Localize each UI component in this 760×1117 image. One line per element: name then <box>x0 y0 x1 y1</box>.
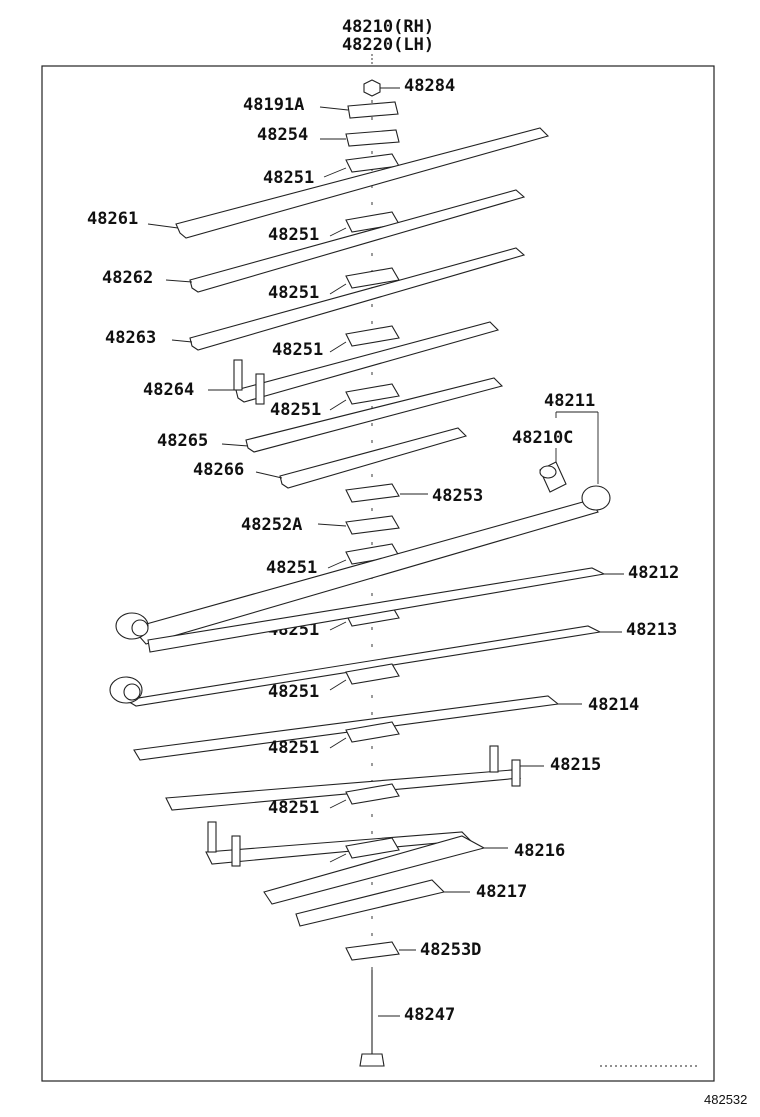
pad-48251-10 <box>345 783 400 805</box>
label-48264: 48264 <box>143 380 194 400</box>
label-48211: 48211 <box>544 391 595 411</box>
bolt-48247-head <box>359 1053 385 1067</box>
pad-48251-8 <box>345 663 400 685</box>
leader-48262 <box>165 279 193 283</box>
eye-48212-left-hole <box>131 619 149 637</box>
leaf-48262 <box>189 189 526 293</box>
pad-48251-11 <box>345 837 400 859</box>
leader-48266 <box>255 471 283 479</box>
label-48251-6: 48251 <box>266 558 317 578</box>
label-48251-9: 48251 <box>268 738 319 758</box>
label-48215: 48215 <box>550 755 601 775</box>
title-rh: 48210(RH) <box>342 17 434 37</box>
leader-48251-10 <box>329 799 347 809</box>
leaf-48265 <box>245 377 504 453</box>
label-48265: 48265 <box>157 431 208 451</box>
pad-48251-5 <box>345 383 400 405</box>
label-48251-8: 48251 <box>268 682 319 702</box>
label-48253d: 48253D <box>420 940 481 960</box>
label-48261: 48261 <box>87 209 138 229</box>
leader-48251-9 <box>329 737 347 749</box>
diagram-code: 482532 <box>704 1092 747 1107</box>
label-48251-4: 48251 <box>272 340 323 360</box>
label-48217: 48217 <box>476 882 527 902</box>
pad-48253 <box>345 483 400 503</box>
label-48284: 48284 <box>404 76 455 96</box>
leader-48265 <box>221 443 249 447</box>
clip-48215-a <box>489 745 499 773</box>
label-48266: 48266 <box>193 460 244 480</box>
pad-48253d <box>345 941 400 961</box>
clip-48216-a <box>207 821 217 853</box>
label-48216: 48216 <box>514 841 565 861</box>
clip-48215-b <box>511 759 521 787</box>
leader-48251-1 <box>323 167 347 178</box>
leader-48251-5 <box>329 399 347 411</box>
leaf-48212 <box>131 499 599 645</box>
label-48251-10: 48251 <box>268 798 319 818</box>
leaf-48261 <box>175 127 550 239</box>
label-48252a: 48252A <box>241 515 302 535</box>
leaf-48264 <box>235 321 500 403</box>
plate-48191a <box>347 101 399 119</box>
leader-48263 <box>171 339 193 343</box>
leader-48191a <box>319 106 349 111</box>
label-48191a: 48191A <box>243 95 304 115</box>
leaf-48263 <box>189 247 526 351</box>
eye-48212-right <box>581 485 611 511</box>
bushing-48210c-face <box>539 465 557 479</box>
label-48213: 48213 <box>626 620 677 640</box>
pad-48252a <box>345 515 400 535</box>
leader-48251-2 <box>329 227 347 237</box>
leader-48251-11 <box>329 853 347 863</box>
label-48251-1: 48251 <box>263 168 314 188</box>
label-48251-3: 48251 <box>268 283 319 303</box>
leader-48251-3 <box>329 283 347 295</box>
label-48247: 48247 <box>404 1005 455 1025</box>
leader-48251-8 <box>329 679 347 691</box>
title-lh: 48220(LH) <box>342 35 434 55</box>
nut-48284 <box>363 79 381 97</box>
leader-48252a <box>317 523 347 527</box>
label-48210c: 48210C <box>512 428 573 448</box>
label-48263: 48263 <box>105 328 156 348</box>
leaf-48266 <box>279 427 468 489</box>
plate-48254 <box>345 129 400 147</box>
pad-48251-9 <box>345 721 400 743</box>
leader-48261 <box>147 223 179 229</box>
label-48251-5: 48251 <box>270 400 321 420</box>
label-48212: 48212 <box>628 563 679 583</box>
eye-48213-hole <box>123 683 141 701</box>
label-48262: 48262 <box>102 268 153 288</box>
leaf-48215 <box>165 769 522 811</box>
label-48254: 48254 <box>257 125 308 145</box>
clip-48216-b <box>231 835 241 867</box>
clip-48264-a <box>233 359 243 391</box>
label-48253: 48253 <box>432 486 483 506</box>
diagram-frame <box>41 65 715 1082</box>
pad-48251-4 <box>345 325 400 347</box>
label-48214: 48214 <box>588 695 639 715</box>
leader-48251-6 <box>327 559 347 569</box>
label-48251-2: 48251 <box>268 225 319 245</box>
leader-48251-7 <box>329 621 347 631</box>
leader-48251-4 <box>329 341 347 353</box>
clip-48264-b <box>255 373 265 405</box>
